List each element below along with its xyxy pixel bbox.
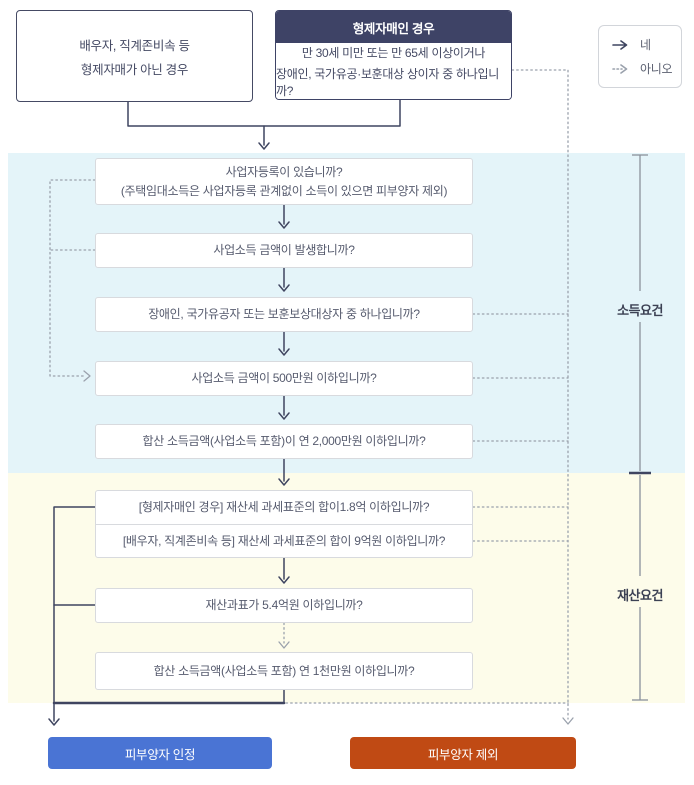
question-text: 합산 소득금액(사업소득 포함) 연 1천만원 이하입니까?	[153, 663, 415, 678]
question-business-income: 사업소득 금액이 발생합니까?	[95, 233, 473, 268]
legend-no-row: 아니오	[612, 60, 681, 77]
income-section-label: 소득요건	[617, 303, 663, 318]
sibling-question-line2: 장애인, 국가유공·보훈대상 상이자 중 하나입니까?	[276, 66, 499, 98]
question-note: (주택임대소득은 사업자등록 관계없이 소득이 있으면 피부양자 제외)	[120, 184, 448, 198]
question-text: [형제자매인 경우] 재산세 과세표준의 합이1.8억 이하입니까?	[138, 500, 430, 515]
question-total-income-1000: 합산 소득금액(사업소득 포함) 연 1천만원 이하입니까?	[95, 652, 473, 690]
question-text: 사업소득 금액이 발생합니까?	[213, 243, 355, 258]
question-total-income-2000: 합산 소득금액(사업소득 포함)이 연 2,000만원 이하입니까?	[95, 424, 473, 459]
question-text: 사업자등록이 있습니까?	[225, 164, 343, 179]
dependent-excluded-button[interactable]: 피부양자 제외	[350, 737, 576, 769]
arrow-legend: 네 아니오	[598, 25, 682, 88]
question-text: 재산과표가 5.4억원 이하입니까?	[205, 598, 363, 613]
non-sibling-line1: 배우자, 직계존비속 등	[79, 38, 190, 53]
sibling-question-line1: 만 30세 미만 또는 만 65세 이상이거나	[301, 45, 486, 60]
question-text: 장애인, 국가유공자 또는 보훈보상대상자 중 하나입니까?	[148, 307, 420, 322]
legend-no-label: 아니오	[640, 62, 673, 76]
question-text: 합산 소득금액(사업소득 포함)이 연 2,000만원 이하입니까?	[142, 434, 426, 449]
property-tax-spouse-row: [배우자, 직계존비속 등] 재산세 과세표준의 합이 9억원 이하입니까?	[96, 523, 472, 558]
question-property-tax-base: [형제자매인 경우] 재산세 과세표준의 합이1.8억 이하입니까? [배우자,…	[95, 490, 473, 558]
question-disabled-veteran: 장애인, 국가유공자 또는 보훈보상대상자 중 하나입니까?	[95, 297, 473, 332]
dotted-arrow-icon	[612, 63, 628, 74]
dependent-approved-button[interactable]: 피부양자 인정	[48, 737, 272, 769]
solid-arrow-icon	[612, 39, 628, 50]
question-property-54: 재산과표가 5.4억원 이하입니까?	[95, 588, 473, 623]
property-section-label: 재산요건	[617, 588, 663, 603]
property-tax-sibling-row: [형제자매인 경우] 재산세 과세표준의 합이1.8억 이하입니까?	[96, 491, 472, 524]
non-sibling-case-box: 배우자, 직계존비속 등 형제자매가 아닌 경우	[16, 10, 253, 102]
question-business-registration: 사업자등록이 있습니까? (주택임대소득은 사업자등록 관계없이 소득이 있으면…	[95, 158, 473, 205]
legend-yes-label: 네	[640, 38, 651, 52]
sibling-case-header: 형제자매인 경우	[276, 11, 511, 43]
question-text: 사업소득 금액이 500만원 이하입니까?	[191, 371, 377, 386]
question-text: [배우자, 직계존비속 등] 재산세 과세표준의 합이 9억원 이하입니까?	[122, 533, 446, 548]
non-sibling-line2: 형제자매가 아닌 경우	[80, 62, 189, 77]
sibling-case-body: 만 30세 미만 또는 만 65세 이상이거나 장애인, 국가유공·보훈대상 상…	[276, 43, 511, 99]
sibling-case-box: 형제자매인 경우 만 30세 미만 또는 만 65세 이상이거나 장애인, 국가…	[275, 10, 512, 100]
legend-yes-row: 네	[612, 36, 681, 53]
question-business-income-500: 사업소득 금액이 500만원 이하입니까?	[95, 361, 473, 396]
